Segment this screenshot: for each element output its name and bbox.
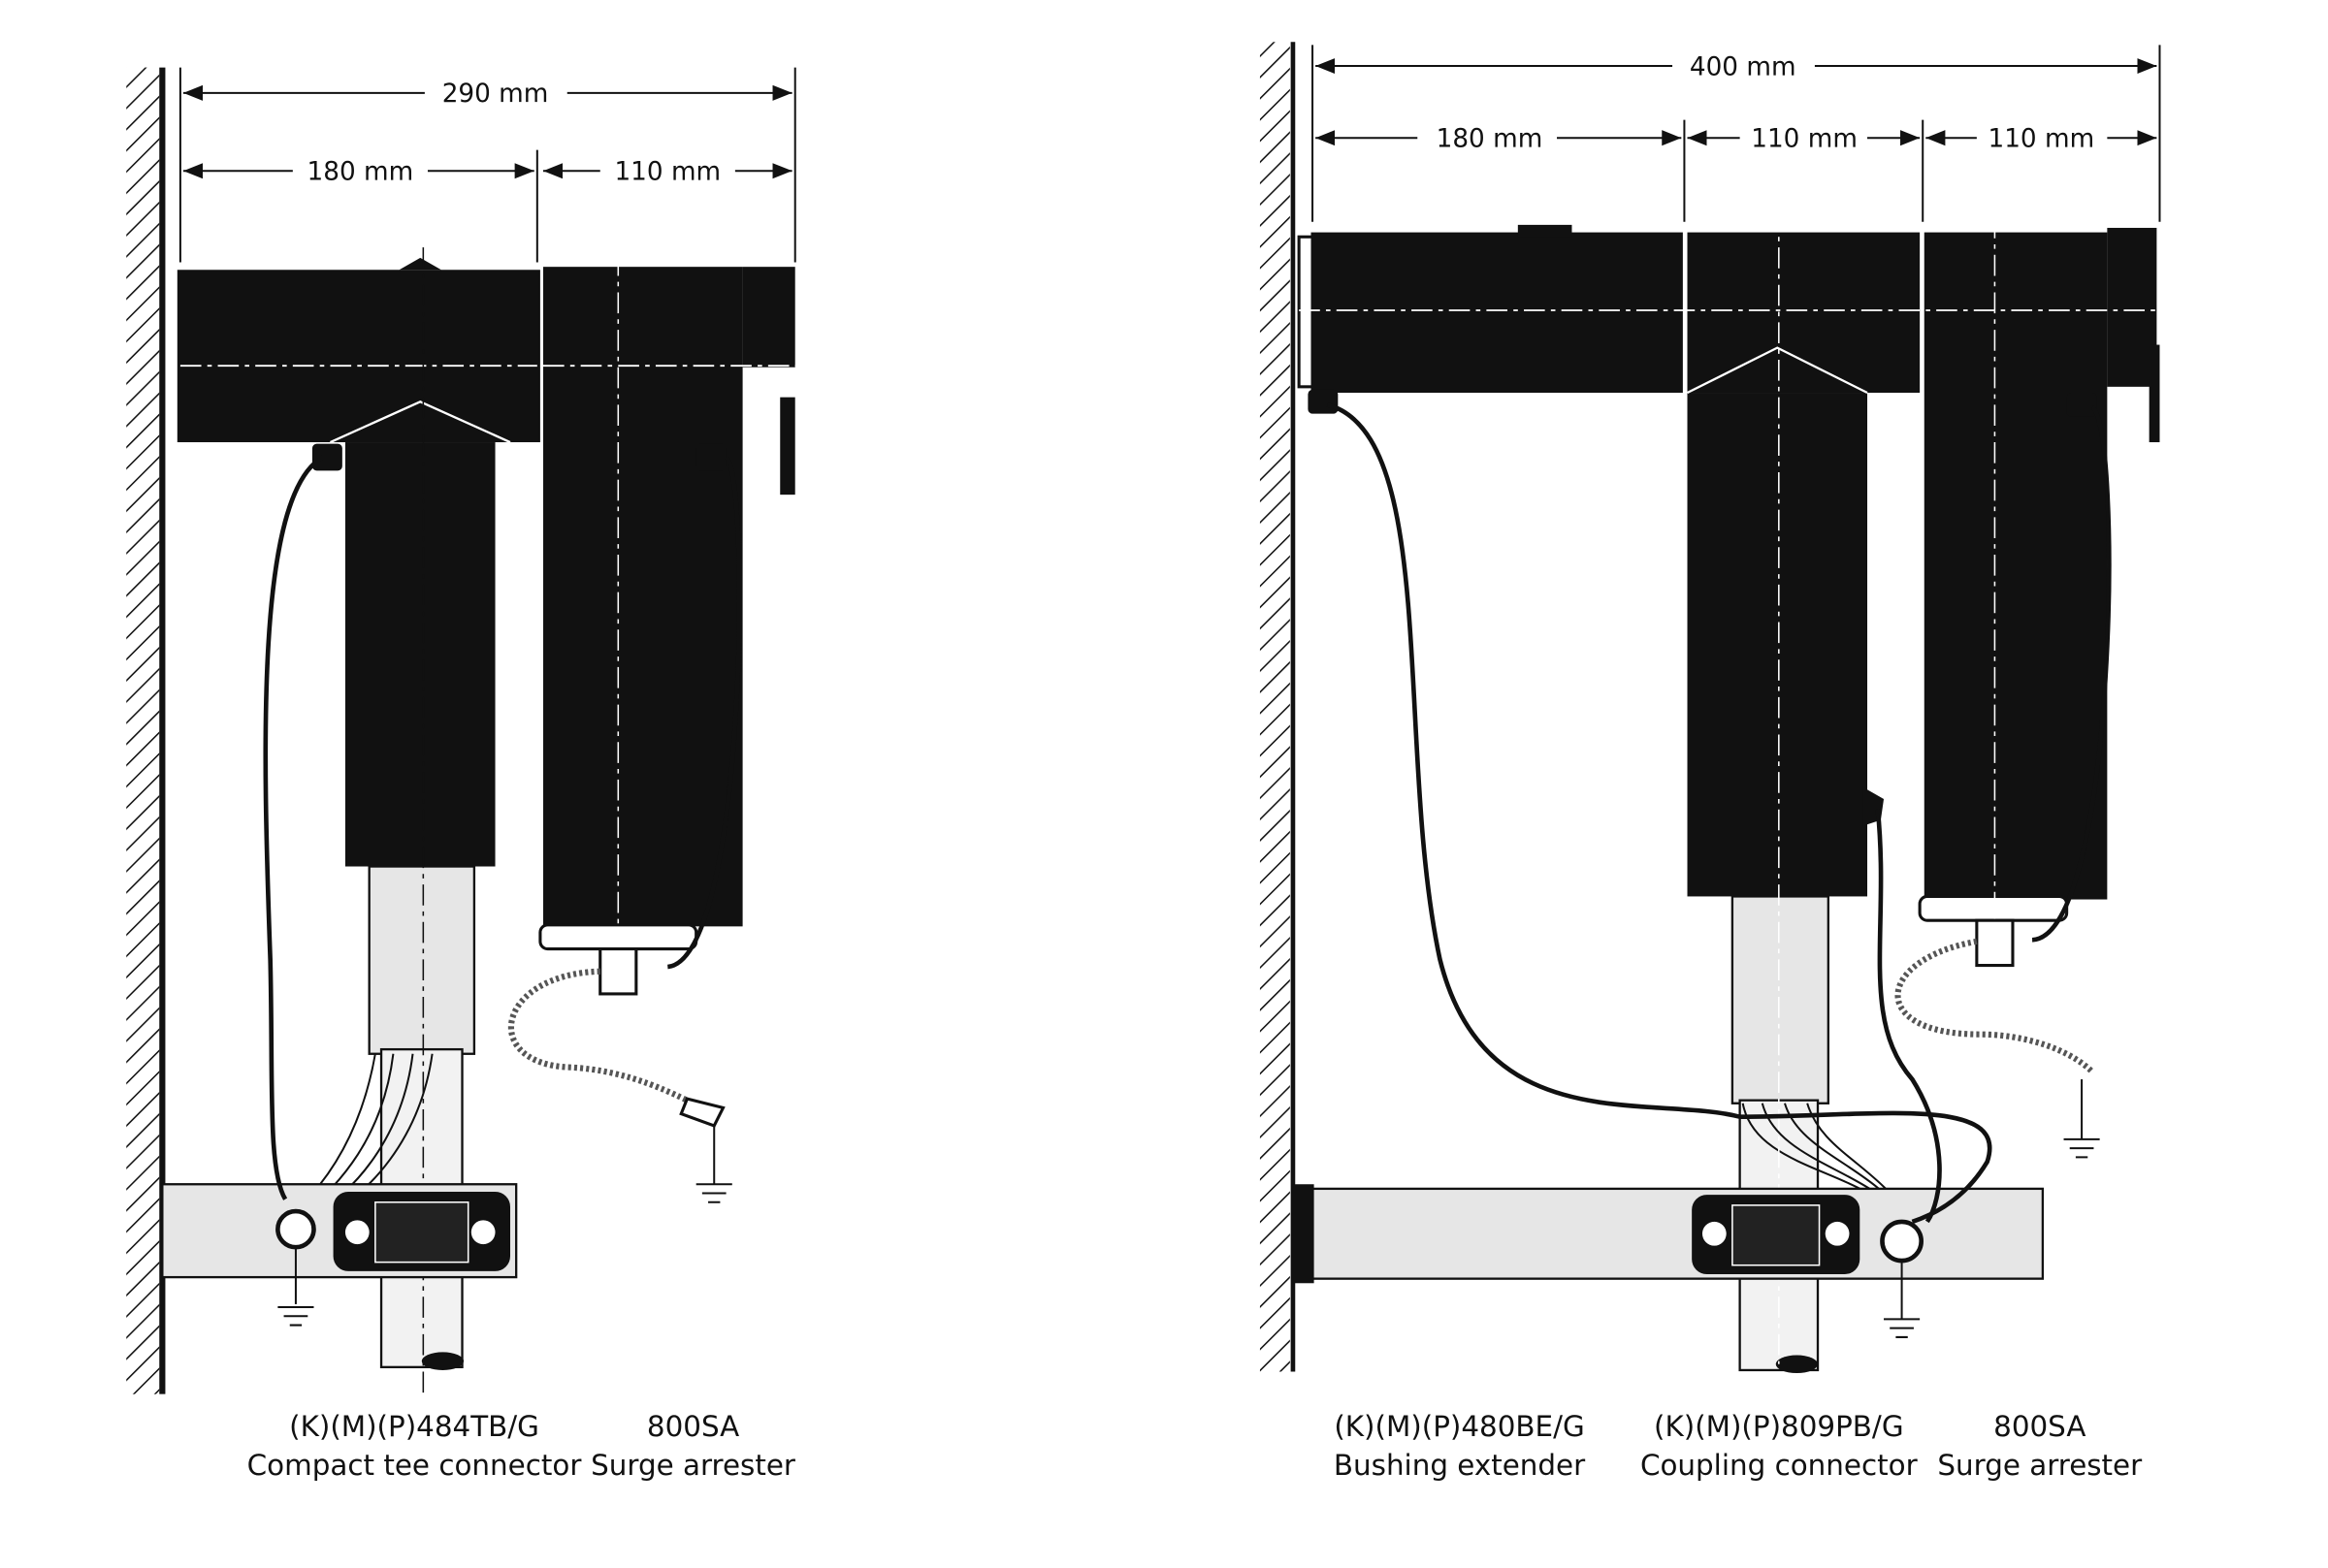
dimension-total: 400 mm: [1690, 52, 1796, 81]
component-code: (K)(M)(P)484TB/G: [289, 1410, 539, 1443]
earth-terminal: [1880, 1219, 1924, 1264]
component-name: Surge arrester: [591, 1449, 796, 1482]
component-code: (K)(M)(P)809PB/G: [1654, 1410, 1904, 1443]
dimension-part-a: 180 mm: [1437, 124, 1543, 153]
component-name: Surge arrester: [1937, 1449, 2143, 1482]
cable: [1730, 895, 1829, 1104]
surge-arrester-left: [507, 254, 833, 1203]
earth-terminal: [275, 1208, 316, 1250]
component-code: (K)(M)(P)480BE/G: [1334, 1410, 1584, 1443]
dimension-part-a: 180 mm: [307, 158, 414, 187]
component-name: Bushing extender: [1334, 1449, 1586, 1482]
surge-arrester-right: [1894, 217, 2160, 1159]
dimension-part-b: 110 mm: [1751, 124, 1858, 153]
left-diagram: 290 mm 180 mm 110 mm: [126, 67, 833, 1482]
bushing-extender: [1297, 224, 1683, 414]
compact-tee-connector: [177, 247, 540, 1394]
dimension-lines: [178, 67, 796, 263]
coupling-connector: [1686, 209, 1921, 1364]
component-code: 800SA: [1993, 1410, 2086, 1443]
dimension-part-b: 110 mm: [614, 158, 721, 187]
component-name: Coupling connector: [1640, 1449, 1919, 1482]
cable: [368, 865, 476, 1055]
dimension-part-c: 110 mm: [1988, 124, 2095, 153]
wall-hatching: [1259, 42, 1290, 1372]
right-diagram: 400 mm 180 mm 110 mm 110 mm: [1259, 42, 2161, 1482]
mounting-bracket: [1291, 1187, 2045, 1280]
ground-symbol: [277, 1306, 314, 1327]
ground-symbol: [1884, 1318, 1921, 1338]
dimension-lines: [1311, 45, 2161, 222]
dimension-total: 290 mm: [442, 80, 549, 109]
wall-hatching: [126, 67, 160, 1394]
component-code: 800SA: [647, 1410, 739, 1443]
component-name: Compact tee connector: [247, 1449, 583, 1482]
